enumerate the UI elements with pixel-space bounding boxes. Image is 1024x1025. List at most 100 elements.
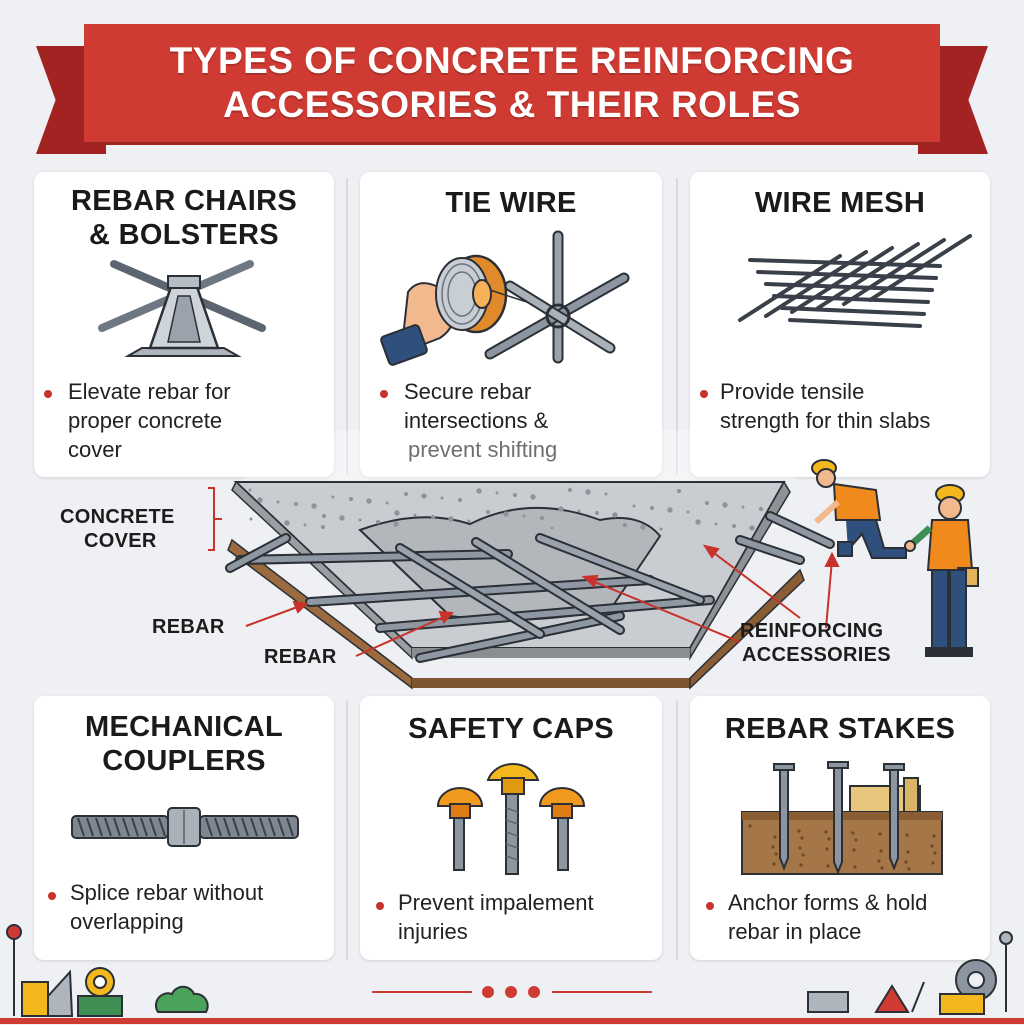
concrete-speckle bbox=[358, 518, 362, 522]
rebar-label: REBAR bbox=[264, 646, 337, 668]
thread-ridge bbox=[241, 817, 249, 837]
bullet-dot bbox=[706, 902, 714, 910]
concrete-speckle bbox=[339, 515, 345, 521]
thread-ridge bbox=[104, 817, 112, 837]
mesh-wire bbox=[738, 254, 842, 322]
concrete-speckle bbox=[248, 488, 252, 492]
safety-cap-icon bbox=[360, 758, 662, 878]
card-divider bbox=[346, 178, 348, 474]
mesh-wire bbox=[790, 246, 894, 314]
soil-speck bbox=[771, 845, 775, 849]
card-rebar-chairs: REBAR CHAIRS & BOLSTERS Elevate rebar fo… bbox=[34, 172, 334, 477]
concrete-speckle bbox=[430, 514, 436, 520]
thread-ridge bbox=[113, 817, 121, 837]
soil-speck bbox=[852, 848, 856, 852]
thread-ridge bbox=[214, 817, 222, 837]
worker-kneeling-figure bbox=[811, 459, 907, 559]
reinforcing-accessories-label-line-1: REINFORCING bbox=[740, 620, 884, 642]
card-bullet-line-1: Provide tensile bbox=[720, 379, 865, 404]
concrete-speckle bbox=[704, 500, 710, 506]
thread-ridge bbox=[277, 817, 285, 837]
card-bullet-line-1: Anchor forms & hold bbox=[728, 890, 928, 915]
soil-speck bbox=[748, 824, 752, 828]
concrete-speckle bbox=[585, 489, 591, 495]
concrete-speckle bbox=[266, 518, 272, 524]
thread-ridge bbox=[286, 817, 294, 837]
banner-body: TYPES OF CONCRETE REINFORCING ACCESSORIE… bbox=[84, 24, 940, 142]
concrete-speckle bbox=[503, 511, 509, 517]
soil-speck bbox=[931, 861, 935, 865]
concrete-speckle bbox=[741, 505, 745, 509]
card-title-line-1: REBAR CHAIRS bbox=[71, 185, 297, 217]
soil-speck bbox=[825, 847, 829, 851]
concrete-speckle bbox=[612, 512, 618, 518]
concrete-speckle bbox=[512, 492, 518, 498]
mesh-wire bbox=[868, 234, 972, 302]
card-mechanical-couplers: MECHANICAL COUPLERS Splice rebar without… bbox=[34, 696, 334, 960]
card-bullet-line-1: Splice rebar without bbox=[70, 880, 264, 905]
thread-ridge bbox=[77, 817, 85, 837]
concrete-speckle bbox=[311, 503, 317, 509]
concrete-speckle bbox=[467, 519, 471, 523]
card-divider bbox=[676, 700, 678, 960]
card-title-line-2: & BOLSTERS bbox=[89, 219, 279, 251]
concrete-speckle bbox=[321, 513, 327, 519]
bullet-dot bbox=[44, 390, 52, 398]
thread-ridge bbox=[122, 817, 130, 837]
mesh-wire bbox=[780, 306, 926, 316]
thread-ridge bbox=[131, 817, 139, 837]
soil-speck bbox=[904, 860, 908, 864]
card-bullet-line-2: proper concrete bbox=[68, 408, 223, 433]
concrete-speckle bbox=[476, 488, 482, 494]
card-bullet-line-2: strength for thin slabs bbox=[720, 408, 931, 433]
card-bullet-line-2: intersections & bbox=[404, 408, 549, 433]
concrete-speckle bbox=[567, 487, 573, 493]
concrete-speckle bbox=[284, 520, 290, 526]
concrete-speckle bbox=[303, 523, 307, 527]
bullet-dot bbox=[700, 390, 708, 398]
card-title-line-1: SAFETY CAPS bbox=[408, 713, 614, 745]
concrete-speckle bbox=[539, 515, 545, 521]
card-wire-mesh: WIRE MESH Provide tensile strength for t… bbox=[690, 172, 990, 477]
concrete-speckle bbox=[485, 509, 491, 515]
card-tie-wire: TIE WIRE bbox=[360, 172, 662, 477]
concrete-speckle bbox=[558, 506, 564, 512]
concrete-speckle bbox=[594, 510, 600, 516]
concrete-speckle bbox=[366, 498, 372, 504]
thread-ridge bbox=[205, 817, 213, 837]
footer-dot bbox=[505, 986, 517, 998]
soil-speck bbox=[851, 831, 855, 835]
concrete-speckle bbox=[394, 510, 400, 516]
card-title-line-1: TIE WIRE bbox=[445, 187, 577, 219]
card-bullet-line-2: rebar in place bbox=[728, 919, 862, 944]
card-bullet-line-2: injuries bbox=[398, 919, 468, 944]
card-title-line-2: COUPLERS bbox=[102, 745, 266, 777]
thread-ridge bbox=[140, 817, 148, 837]
tie-wire-icon bbox=[360, 230, 662, 370]
footer-dot bbox=[482, 986, 494, 998]
card-bullet-line-1: Secure rebar bbox=[404, 379, 532, 404]
concrete-cover-label-line-1: CONCRETE bbox=[60, 506, 175, 528]
card-title-line-1: MECHANICAL bbox=[85, 711, 283, 743]
thread-ridge bbox=[268, 817, 276, 837]
concrete-speckle bbox=[530, 494, 536, 500]
soil-speck bbox=[932, 834, 936, 838]
thread-ridge bbox=[95, 817, 103, 837]
soil-speck bbox=[774, 852, 778, 856]
concrete-speckle bbox=[577, 509, 581, 513]
soil-speck bbox=[824, 830, 828, 834]
thread-ridge bbox=[149, 817, 157, 837]
soil-speck bbox=[878, 832, 882, 836]
page-title-line-2: ACCESSORIES & THEIR ROLES bbox=[223, 84, 801, 125]
card-safety-caps: SAFETY CAPS Prevent impalement injuries bbox=[360, 696, 662, 960]
concrete-speckle bbox=[731, 523, 737, 529]
concrete-speckle bbox=[667, 507, 673, 513]
card-title-line-1: REBAR STAKES bbox=[724, 713, 956, 745]
soil-speck bbox=[800, 836, 804, 840]
card-divider bbox=[676, 178, 678, 474]
soil-speck bbox=[933, 851, 937, 855]
rebar-chair-icon bbox=[34, 256, 334, 366]
card-bullet-line-1: Prevent impalement bbox=[398, 890, 594, 915]
soil-speck bbox=[799, 863, 803, 867]
concrete-speckle bbox=[640, 524, 646, 530]
